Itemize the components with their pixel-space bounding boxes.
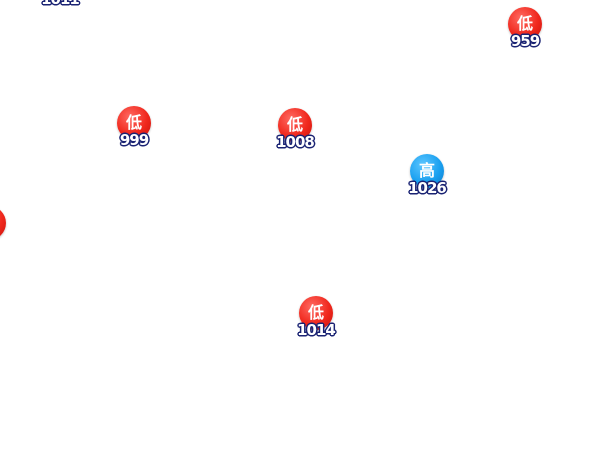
low-pressure-marker[interactable]: 低 999 <box>106 106 162 152</box>
pressure-value: 1011 <box>32 0 88 8</box>
low-pressure-marker[interactable]: 低 1008 <box>267 108 323 154</box>
high-pressure-icon: 高 <box>410 154 444 188</box>
low-pressure-icon: 低 <box>299 296 333 330</box>
pressure-value: 999 <box>119 131 149 149</box>
pressure-value: 1008 <box>276 133 315 151</box>
low-pressure-marker[interactable]: 低 1014 <box>288 296 344 342</box>
low-pressure-marker[interactable]: 低 3 <box>0 206 17 252</box>
pressure-value: 959 <box>510 32 540 50</box>
pressure-value: 3 <box>0 231 17 249</box>
low-pressure-icon: 低 <box>508 7 542 41</box>
low-pressure-icon: 低 <box>117 106 151 140</box>
low-pressure-marker[interactable]: 低 959 <box>497 7 553 53</box>
low-pressure-icon: 低 <box>278 108 312 142</box>
high-pressure-marker[interactable]: 高 1026 <box>399 154 455 200</box>
pressure-value: 1026 <box>408 179 447 197</box>
pressure-marker-offscreen[interactable]: 1011 <box>32 0 88 11</box>
low-pressure-icon: 低 <box>0 206 6 240</box>
pressure-value: 1014 <box>297 321 336 339</box>
